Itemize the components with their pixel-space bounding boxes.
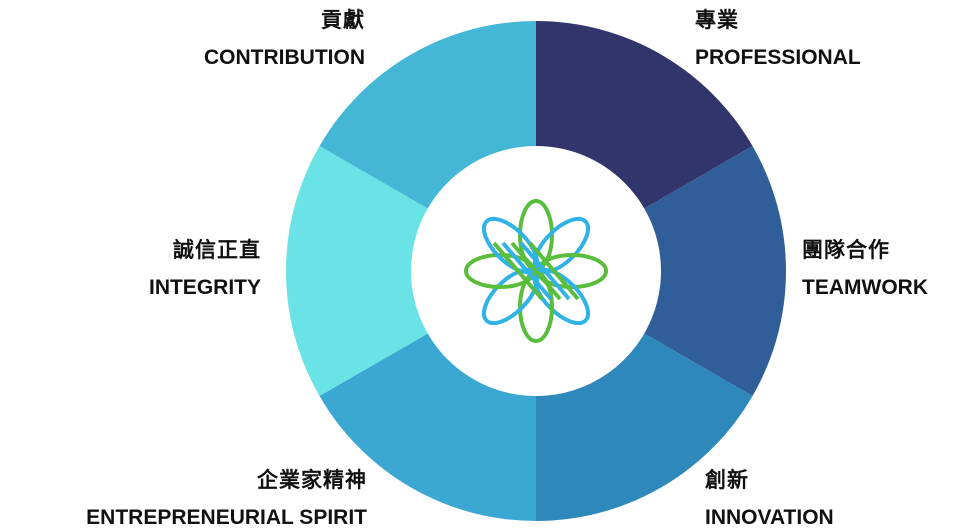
- value-label-integrity: 誠信正直 INTEGRITY: [148, 238, 261, 299]
- value-en-entrepreneurial-spirit: ENTREPRENEURIAL SPIRIT: [86, 506, 367, 529]
- wheel-segment-integrity: [285, 146, 536, 396]
- logo-stripe: [492, 241, 544, 301]
- value-en-professional: PROFESSIONAL: [695, 46, 861, 69]
- wheel-segment-teamwork: [536, 146, 787, 396]
- logo-stripe: [510, 241, 562, 301]
- value-zh-professional: 專業: [695, 8, 739, 32]
- company-logo-icon: [464, 199, 608, 343]
- value-en-teamwork: TEAMWORK: [802, 276, 928, 299]
- value-label-professional: 專業 PROFESSIONAL: [695, 8, 861, 69]
- logo-stripe: [501, 241, 553, 301]
- value-zh-innovation: 創新: [705, 468, 749, 492]
- value-zh-contribution: 貢獻: [321, 8, 365, 32]
- logo-stripe: [519, 241, 571, 301]
- value-zh-teamwork: 團隊合作: [802, 238, 890, 262]
- value-zh-entrepreneurial-spirit: 企業家精神: [257, 468, 367, 492]
- value-label-contribution: 貢獻 CONTRIBUTION: [204, 8, 365, 69]
- value-label-entrepreneurial-spirit: 企業家精神 ENTREPRENEURIAL SPIRIT: [86, 468, 367, 529]
- value-zh-integrity: 誠信正直: [173, 238, 261, 262]
- value-en-contribution: CONTRIBUTION: [204, 46, 365, 69]
- value-en-innovation: INNOVATION: [705, 506, 834, 529]
- value-label-innovation: 創新 INNOVATION: [705, 468, 834, 529]
- logo-stripe: [528, 241, 580, 301]
- value-label-teamwork: 團隊合作 TEAMWORK: [802, 238, 928, 299]
- value-en-integrity: INTEGRITY: [148, 276, 261, 299]
